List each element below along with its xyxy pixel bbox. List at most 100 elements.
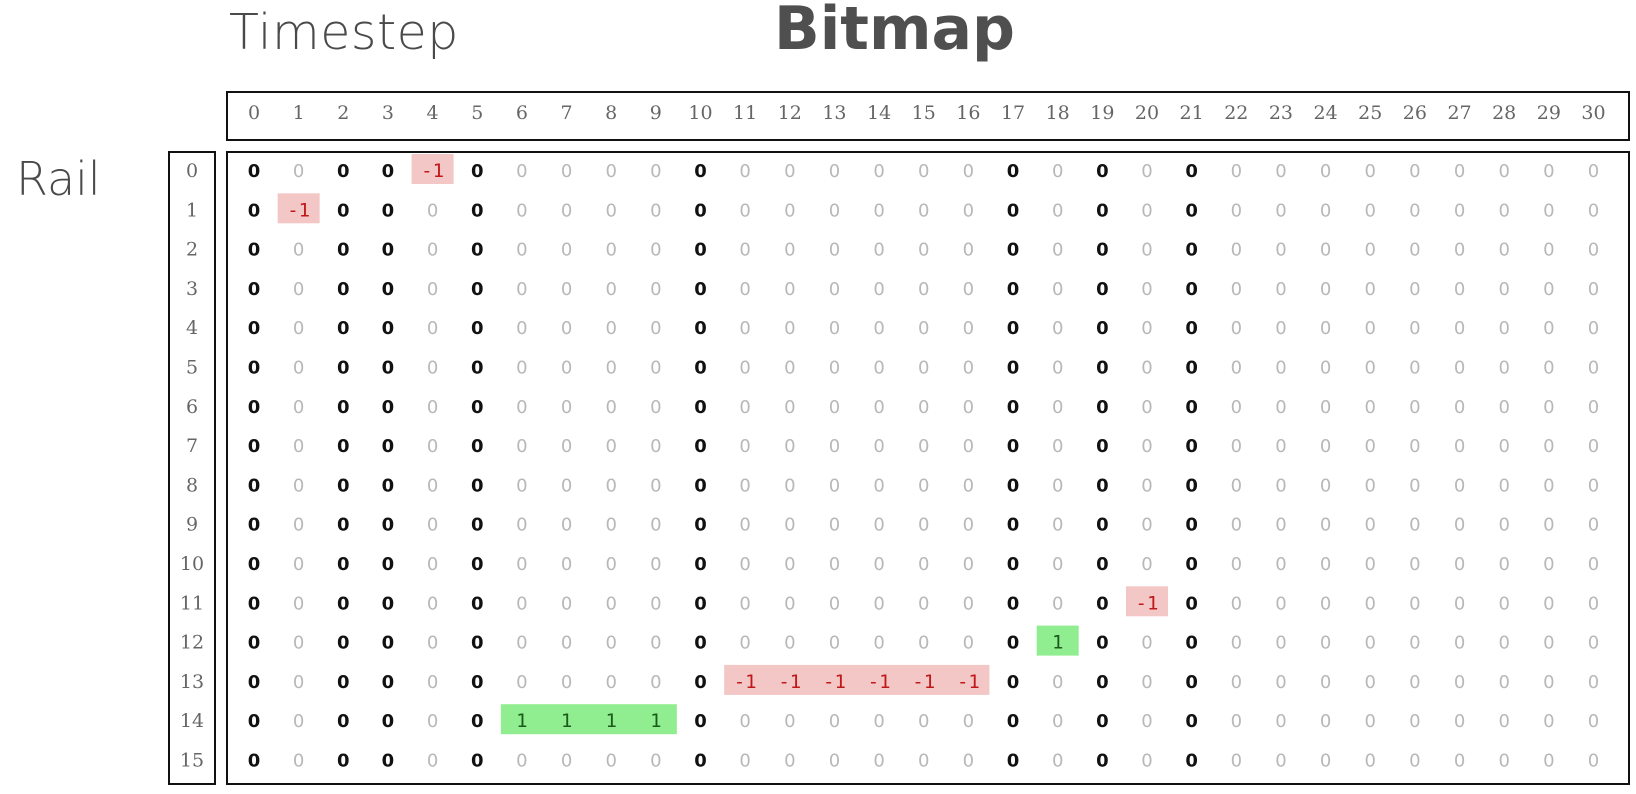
bitmap-cell: 0 xyxy=(1454,240,1465,261)
bitmap-cell: 0 xyxy=(605,593,616,614)
bitmap-cell: 0 xyxy=(1052,751,1063,772)
bitmap-cell: 0 xyxy=(1588,318,1599,339)
timestep-tick-label: 22 xyxy=(1224,102,1248,124)
bitmap-cell: 0 xyxy=(561,672,572,693)
bitmap-cell: 0 xyxy=(516,358,527,379)
bitmap-cell: 0 xyxy=(1231,515,1242,536)
bitmap-cell: 0 xyxy=(293,475,304,496)
bitmap-cell: 0 xyxy=(382,751,395,772)
bitmap-cell: 0 xyxy=(516,633,527,654)
timestep-tick-label: 1 xyxy=(293,102,305,124)
bitmap-cell: 0 xyxy=(337,358,350,379)
bitmap-cell: 0 xyxy=(427,593,438,614)
bitmap-cell: 0 xyxy=(1365,358,1376,379)
bitmap-cell: 0 xyxy=(561,475,572,496)
bitmap-cell: 0 xyxy=(694,711,707,732)
bitmap-cell: 0 xyxy=(739,358,750,379)
bitmap-cell: 0 xyxy=(293,515,304,536)
rail-tick-label: 12 xyxy=(180,632,204,654)
bitmap-cell: -1 xyxy=(823,671,846,693)
bitmap-cell: 0 xyxy=(605,633,616,654)
bitmap-cell: 0 xyxy=(873,515,884,536)
timestep-tick-label: 9 xyxy=(650,102,662,124)
bitmap-cell: 0 xyxy=(605,358,616,379)
bitmap-cell: 0 xyxy=(1543,633,1554,654)
bitmap-cell: 0 xyxy=(1454,751,1465,772)
bitmap-cell: 0 xyxy=(427,554,438,575)
bitmap-cell: 0 xyxy=(427,751,438,772)
bitmap-cell: 0 xyxy=(1320,200,1331,221)
bitmap-cell: 0 xyxy=(561,240,572,261)
bitmap-cell: 0 xyxy=(918,358,929,379)
bitmap-cell: 0 xyxy=(561,554,572,575)
bitmap-cell: 0 xyxy=(382,554,395,575)
bitmap-cell: 0 xyxy=(873,358,884,379)
bitmap-cell: 0 xyxy=(516,318,527,339)
bitmap-cell: 0 xyxy=(963,515,974,536)
bitmap-cell: 0 xyxy=(471,554,484,575)
bitmap-cell: 0 xyxy=(739,711,750,732)
bitmap-cell: 0 xyxy=(248,633,261,654)
bitmap-cell: 0 xyxy=(1275,515,1286,536)
bitmap-cell: 0 xyxy=(1543,318,1554,339)
rail-tick-label: 1 xyxy=(186,199,198,221)
bitmap-cell: 0 xyxy=(1185,515,1198,536)
bitmap-cell: 0 xyxy=(873,397,884,418)
positive-highlight xyxy=(500,704,677,735)
bitmap-cell: -1 xyxy=(734,671,757,693)
bitmap-cell: 0 xyxy=(784,711,795,732)
bitmap-cell: 0 xyxy=(1365,593,1376,614)
bitmap-cell: 0 xyxy=(918,161,929,182)
bitmap-cell: 0 xyxy=(650,554,661,575)
bitmap-cell: 0 xyxy=(248,397,261,418)
bitmap-cell: 0 xyxy=(694,751,707,772)
bitmap-cell: 0 xyxy=(1141,711,1152,732)
bitmap-cell: 0 xyxy=(650,318,661,339)
bitmap-cell: 0 xyxy=(382,672,395,693)
bitmap-cell: 0 xyxy=(1409,751,1420,772)
bitmap-cell: 0 xyxy=(248,475,261,496)
rail-tick-label: 6 xyxy=(186,396,198,418)
bitmap-cell: 0 xyxy=(1454,397,1465,418)
bitmap-cell: 0 xyxy=(1141,279,1152,300)
bitmap-cell: 0 xyxy=(1185,554,1198,575)
bitmap-cell: 0 xyxy=(694,515,707,536)
bitmap-cell: 0 xyxy=(650,161,661,182)
bitmap-cell: 0 xyxy=(427,711,438,732)
bitmap-cell: 0 xyxy=(1007,397,1020,418)
bitmap-cell: 0 xyxy=(1543,279,1554,300)
bitmap-cell: 0 xyxy=(293,751,304,772)
bitmap-cell: 0 xyxy=(1231,436,1242,457)
timestep-tick-label: 12 xyxy=(778,102,802,124)
bitmap-cell: 0 xyxy=(561,200,572,221)
bitmap-cell: 0 xyxy=(1007,200,1020,221)
bitmap-cell: 0 xyxy=(739,751,750,772)
bitmap-cell: 0 xyxy=(248,436,261,457)
bitmap-cell: 0 xyxy=(1096,279,1109,300)
bitmap-cell: 0 xyxy=(784,515,795,536)
bitmap-cell: 1 xyxy=(650,710,661,732)
bitmap-cell: 0 xyxy=(650,751,661,772)
bitmap-cell: 0 xyxy=(605,436,616,457)
bitmap-cell: 0 xyxy=(516,240,527,261)
bitmap-cell: 0 xyxy=(1320,711,1331,732)
bitmap-cell: 0 xyxy=(739,475,750,496)
bitmap-cell: 0 xyxy=(1052,711,1063,732)
bitmap-cell: 0 xyxy=(829,711,840,732)
bitmap-cell: 1 xyxy=(561,710,572,732)
bitmap-cell: 0 xyxy=(293,240,304,261)
bitmap-cell: 0 xyxy=(561,515,572,536)
bitmap-cell: 0 xyxy=(963,358,974,379)
bitmap-cell: 0 xyxy=(963,711,974,732)
bitmap-cell: 0 xyxy=(1498,279,1509,300)
rail-tick-label: 0 xyxy=(186,160,198,182)
bitmap-cell: 0 xyxy=(1185,318,1198,339)
bitmap-cell: 0 xyxy=(1185,633,1198,654)
bitmap-cell: 0 xyxy=(293,279,304,300)
positive-highlight xyxy=(1036,625,1079,656)
bitmap-cell: 0 xyxy=(1409,397,1420,418)
bitmap-cell: 0 xyxy=(1141,475,1152,496)
bitmap-cell: 0 xyxy=(248,161,261,182)
bitmap-cell: 0 xyxy=(1096,711,1109,732)
